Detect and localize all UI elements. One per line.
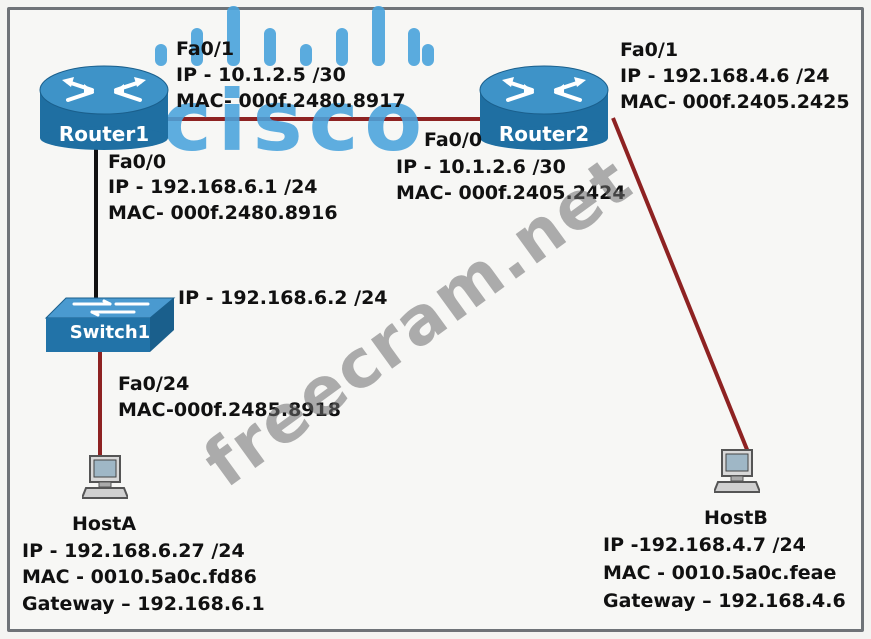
- router1[interactable]: Router1: [38, 60, 170, 150]
- cisco-logo-watermark: cisco: [155, 6, 434, 165]
- sw1-mac: MAC-000f.2485.8918: [118, 399, 341, 421]
- hostB-ip: IP -192.168.4.7 /24: [603, 534, 806, 556]
- computer-icon: [712, 449, 762, 493]
- hostB-name: HostB: [704, 507, 768, 529]
- cisco-wordmark: cisco: [162, 72, 428, 165]
- sw1-ip: IP - 192.168.6.2 /24: [178, 287, 388, 309]
- link-router2-hostB: [611, 117, 750, 453]
- r1-fa00-mac: MAC- 000f.2480.8916: [108, 202, 338, 224]
- hostB[interactable]: [712, 448, 762, 496]
- router2[interactable]: Router2: [478, 60, 610, 150]
- router-icon: [479, 65, 609, 150]
- switch1[interactable]: Switch1: [44, 296, 176, 354]
- r2-fa00-mac: MAC- 000f.2405.2424: [396, 182, 626, 204]
- hostA-gateway: Gateway – 192.168.6.1: [22, 593, 265, 615]
- switch-icon: [44, 297, 176, 352]
- r1-fa00-port: Fa0/0: [108, 151, 167, 173]
- r1-fa01-mac: MAC- 000f.2480.8917: [176, 90, 406, 112]
- r2-fa00-ip: IP - 10.1.2.6 /30: [396, 156, 566, 178]
- r1-fa00-ip: IP - 192.168.6.1 /24: [108, 176, 318, 198]
- r1-fa01-ip: IP - 10.1.2.5 /30: [176, 64, 346, 86]
- hostA[interactable]: [80, 454, 130, 502]
- hostA-mac: MAC - 0010.5a0c.fd86: [22, 566, 257, 588]
- hostA-ip: IP - 192.168.6.27 /24: [22, 540, 245, 562]
- hostB-mac: MAC - 0010.5a0c.feae: [603, 562, 837, 584]
- r1-fa01-port: Fa0/1: [176, 38, 235, 60]
- r2-fa00-port: Fa0/0: [424, 129, 483, 151]
- router2-label: Router2: [498, 122, 590, 146]
- sw1-port: Fa0/24: [118, 373, 190, 395]
- r2-fa01-ip: IP - 192.168.4.6 /24: [620, 65, 830, 87]
- r2-fa01-mac: MAC- 000f.2405.2425: [620, 91, 850, 113]
- switch1-label: Switch1: [69, 322, 151, 343]
- computer-icon: [80, 455, 130, 499]
- r2-fa01-port: Fa0/1: [620, 39, 679, 61]
- hostA-name: HostA: [72, 513, 137, 535]
- router1-label: Router1: [58, 122, 150, 146]
- hostB-gateway: Gateway – 192.168.4.6: [603, 590, 846, 612]
- router-icon: [39, 65, 169, 150]
